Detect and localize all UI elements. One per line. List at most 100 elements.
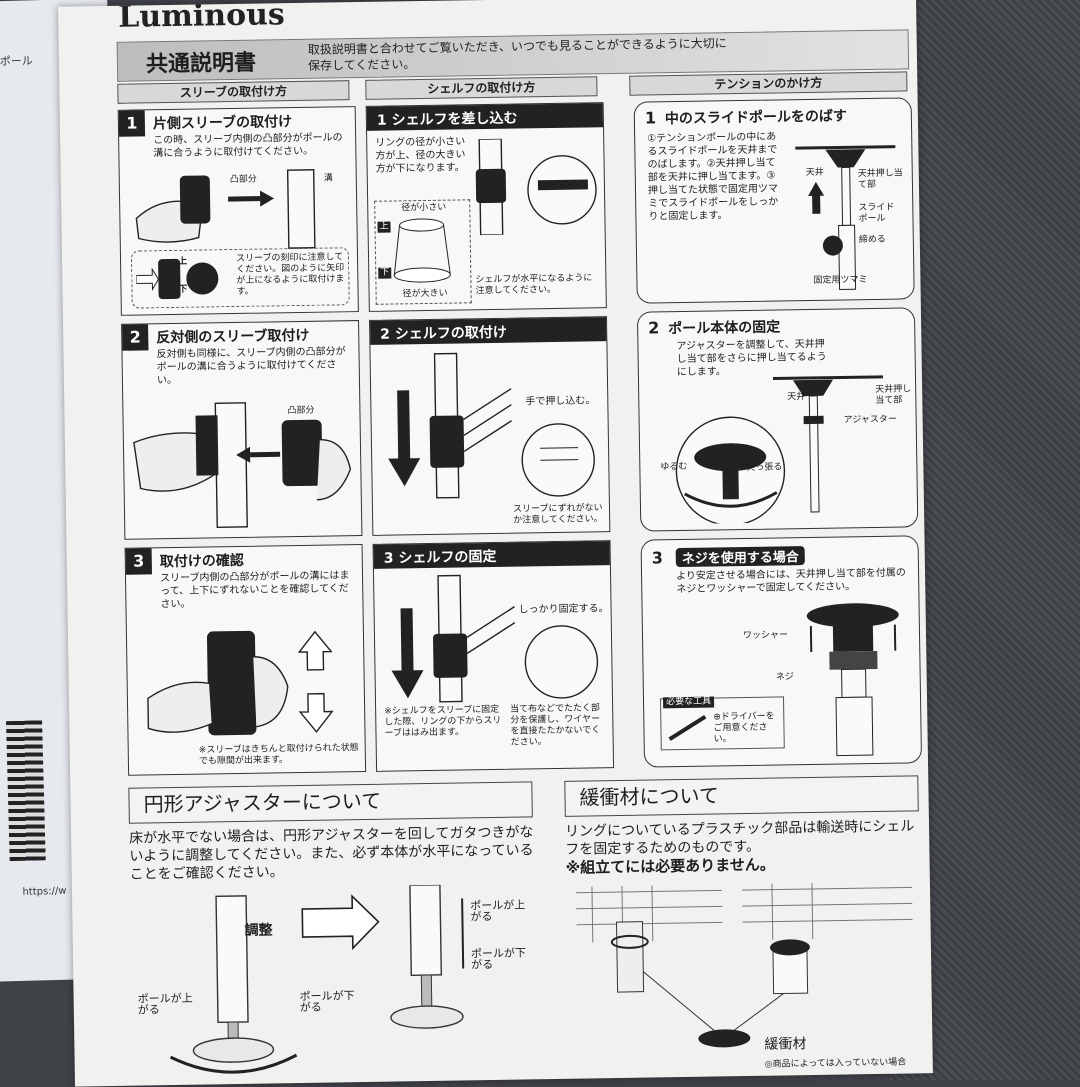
knob-label: 固定用ツマミ — [813, 275, 867, 287]
ring-illustration — [381, 214, 466, 285]
background-sheet-url: https://w — [22, 886, 66, 898]
pusher-label: 天井押し当て部 — [875, 384, 915, 407]
pole-up-label: ポールが上がる — [470, 899, 530, 922]
sleeve-step-2: 2 反対側のスリーブ取付け 反対側も同様に、スリーブ内側の凸部分がポールの溝に合… — [121, 320, 362, 540]
push-label: 突っ張る — [746, 462, 782, 474]
adjust-label: 調整 — [245, 925, 273, 936]
up-mark: 上 — [377, 222, 390, 233]
cushion-footnote: ◎商品によっては入っていない場合 — [765, 1057, 933, 1071]
screwdriver-icon — [665, 713, 709, 744]
step-text: この時、スリーブ内側の凸部分がポールの溝に合うように取付けてください。 — [153, 131, 349, 160]
shelf-column-heading: シェルフの取付け方 — [365, 76, 597, 100]
step-text: より安定させる場合には、天井押し当て部を付属のネジとワッシャーで固定してください… — [676, 566, 910, 596]
step-text: ①テンションポールの中にあるスライドポールを天井までのばします。②天井押し当て部… — [647, 130, 780, 223]
step-title-bar: 1 シェルフを差し込む — [367, 103, 603, 131]
sleeve-gap-note: ※スリーブはきちんと取付けられた状態でも隙間が出来ます。 — [199, 743, 359, 768]
header-note: 取扱説明書と合わせてご覧いただき、いつでも見ることができるように大切に保存してく… — [308, 35, 728, 74]
cushion-label: 緩衝材 — [764, 1039, 806, 1051]
protect-note: 当て布などでたたく部分を保護し、ワイヤーを直接たたかないでください。 — [510, 703, 609, 749]
down-mark: 下 — [378, 268, 391, 279]
cushion-section-text: リングについているプラスチック部品は輸送時にシェルフを固定するためのものです。 — [565, 817, 920, 859]
background-sheet-text: 部ポール — [0, 52, 33, 69]
step-number: 3 — [384, 551, 394, 567]
step-number: 3 — [652, 548, 663, 567]
sleeve-column: スリーブの取付け方 — [117, 80, 349, 104]
shelf-insert-illustration — [471, 137, 598, 235]
tension-column: テンションのかけ方 — [629, 71, 907, 95]
ceiling-label: 天井 — [806, 168, 824, 179]
washer-label: ワッシャー — [743, 630, 788, 642]
step-title-bar: 2 シェルフの取付け — [370, 317, 606, 345]
step-number: 1 — [119, 110, 145, 136]
step-text: 反対側も同様に、スリーブ内側の凸部分がポールの溝に合うように取付けてください。 — [156, 345, 353, 387]
shelf-step-1: 1 シェルフを差し込む リングの径が小さい方が上、径の大きい方が下になります。 … — [366, 102, 607, 312]
qr-code — [6, 720, 46, 861]
tension-step-2: 2 ポール本体の固定 アジャスターを調整して、天井押し当て部をさらに押し当てるよ… — [637, 307, 918, 531]
shift-note: スリーブにずれがないか注意してください。 — [513, 503, 605, 526]
step-title: 反対側のスリーブ取付け — [156, 325, 309, 347]
adjuster-section-title: 円形アジャスターについて — [128, 781, 533, 823]
convex-label: 凸部分 — [230, 175, 257, 186]
step-title: ネジを使用する場合 — [676, 546, 805, 567]
sleeve-step-3: 3 取付けの確認 スリーブ内側の凸部分がポールの溝にはまって、上下にずれないこと… — [125, 544, 367, 776]
step-title: 片側スリーブの取付け — [153, 111, 292, 133]
tension-step-1: 1 中のスライドポールをのばす ①テンションポールの中にあるスライドポールを天井… — [634, 97, 915, 303]
screw-label: ネジ — [776, 672, 794, 683]
loosen-label: ゆるむ — [660, 462, 687, 473]
sleeve-opposite-illustration — [129, 399, 355, 531]
adjuster-fix-illustration — [653, 370, 911, 524]
sleeve-mark-note: スリーブの刻印に注意してください。図のように矢印が上になるように取付けます。 — [236, 252, 345, 298]
page-title: 共通説明書 — [146, 45, 257, 79]
sleeve-mark-callout: 上 下 スリーブの刻印に注意してください。図のように矢印が上になるように取付けま… — [131, 247, 350, 308]
step-title: 取付けの確認 — [160, 550, 244, 571]
step-title: シェルフの取付け — [395, 325, 507, 343]
pole-down-label-2: ポールが下がる — [300, 990, 360, 1013]
groove-label: 溝 — [324, 173, 333, 184]
press-label: 手で押し込む。 — [525, 395, 595, 407]
down-mark: 下 — [178, 285, 187, 296]
shelf-attach-illustration — [380, 347, 600, 500]
pusher-label: 天井押し当て部 — [858, 168, 908, 191]
shelf-column: シェルフの取付け方 — [365, 76, 597, 100]
pole-down-label: ポールが下がる — [471, 947, 531, 970]
fix-label: しっかり固定する。 — [519, 603, 609, 615]
tool-title: 必要な工具 — [663, 697, 714, 709]
tension-column-heading: テンションのかけ方 — [629, 71, 907, 95]
step-number: 3 — [126, 548, 152, 574]
step-text: リングの径が小さい方が上、径の大きい方が下になります。 — [375, 135, 466, 175]
sleeve-step-1: 1 片側スリーブの取付け この時、スリーブ内側の凸部分がポールの溝に合うように取… — [118, 106, 359, 316]
small-diameter-label: 径が小さい — [401, 203, 446, 215]
sleeve-column-heading: スリーブの取付け方 — [117, 80, 349, 104]
shelf-step-3: 3 シェルフの固定 しっかり固定する。 ※シェルフをスリーブに固定した際、リング… — [373, 540, 615, 772]
level-note: シェルフが水平になるように注意してください。 — [475, 273, 599, 297]
cushion-section-title: 緩衝材について — [564, 775, 919, 817]
large-diameter-label: 径が大きい — [403, 289, 448, 301]
step-number: 1 — [645, 108, 656, 127]
shelf-fix-illustration — [384, 571, 604, 704]
up-mark: 上 — [178, 257, 187, 268]
step-number: 1 — [377, 113, 387, 129]
cushion-illustration — [572, 877, 927, 1053]
step-number: 2 — [380, 327, 390, 343]
tool-box: 必要な工具 ⊕ドライバーをご用意ください。 — [660, 696, 785, 750]
step-number: 2 — [648, 318, 659, 337]
tighten-label: 締める — [859, 235, 886, 246]
tension-step-3: 3 ネジを使用する場合 より安定させる場合には、天井押し当て部を付属のネジとワッ… — [640, 535, 922, 767]
shelf-step-2: 2 シェルフの取付け 手で押し込む。 スリーブにずれがないか注意してください。 — [369, 316, 610, 536]
step-text: スリーブ内側の凸部分がポールの溝にはまって、上下にずれないことを確認してください… — [160, 569, 357, 611]
sleeve-check-illustration — [137, 625, 355, 740]
screw-washer-illustration — [792, 600, 914, 758]
pole-up-label-2: ポールが上がる — [138, 993, 198, 1016]
step-title-bar: 3 シェルフの固定 — [374, 541, 610, 569]
step-title: ポール本体の固定 — [668, 316, 780, 338]
convex-label: 凸部分 — [287, 406, 314, 417]
sleeve-overhang-note: ※シェルフをスリーブに固定した際、リングの下からスリーブははみ出ます。 — [384, 705, 503, 740]
adjuster-label: アジャスター — [844, 415, 897, 427]
instruction-sheet: Luminous 共通説明書 取扱説明書と合わせてご覧いただき、いつでも見ること… — [58, 0, 933, 1087]
tool-note: ⊕ドライバーをご用意ください。 — [713, 711, 782, 745]
brand-logo: Luminous — [118, 0, 285, 35]
slide-pole-label: スライドポール — [858, 203, 902, 226]
ring-diagram: 径が小さい 上 下 径が大きい — [374, 199, 472, 304]
step-title: シェルフの固定 — [398, 549, 496, 567]
adjuster-section-text: 床が水平でない場合は、円形アジャスターを回してガタつきがないように調整してくださ… — [129, 823, 542, 883]
